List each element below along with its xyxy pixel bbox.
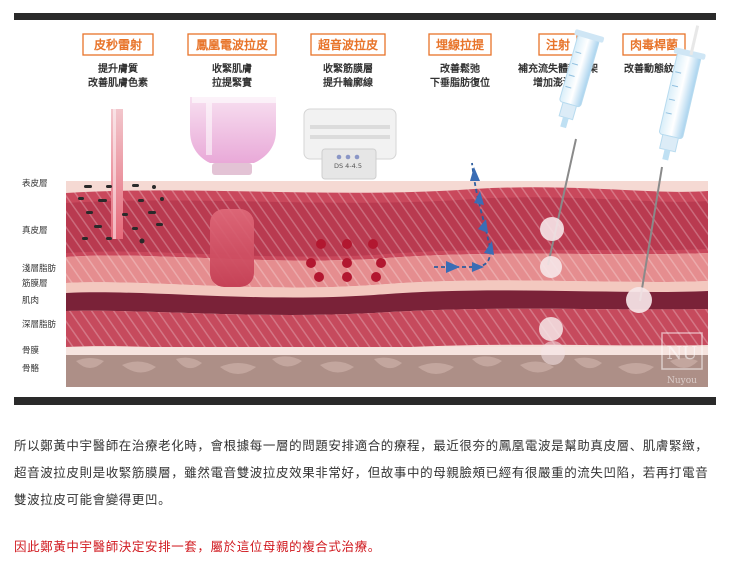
pigment-particles [78,184,164,244]
bottom-frame-bar [14,397,716,405]
treatment-desc: 改善肌膚色素 [88,76,148,89]
layer-label: 深層脂肪 [22,319,57,330]
botox-syringe [626,25,706,313]
svg-text:NU: NU [667,343,698,364]
treatment-name: 皮秒雷射 [93,37,142,52]
svg-text:Nuyou: Nuyou [667,376,697,386]
filler-deposits [539,217,565,365]
layer-label: 淺層脂肪 [22,263,57,274]
treatment-name: 肉毒桿菌 [630,37,678,52]
layer-label: 表皮層 [22,178,48,189]
layer-label: 肌肉 [22,295,39,306]
layer-label: 骨骼 [22,363,40,374]
treatment-desc: 提升輪廓線 [323,76,373,89]
treatment-desc: 下垂脂肪復位 [430,76,490,89]
layer-label: 真皮層 [22,225,48,236]
article-paragraph: 所以鄭黃中宇醫師在治療老化時，會根據每一層的問題安排適合的療程，最近很夯的鳳凰電… [14,438,709,507]
treatment-name: 注射 [546,37,570,52]
treatment-desc: 改善動態紋路 [624,62,685,75]
treatment-desc: 收緊肌膚 [212,62,252,75]
treatment-name: 鳳凰電波拉皮 [196,37,268,52]
treatment-name: 埋線拉提 [436,37,485,52]
layer-label: 筋膜層 [22,278,48,289]
treatment-desc: 改善鬆弛 [440,62,480,75]
treatment-name: 超音波拉皮 [317,37,378,52]
ultrasound-focal-points [306,239,386,282]
treatment-desc: 提升膚質 [98,62,138,75]
treatment-desc: 收緊筋膜層 [323,62,373,75]
skin-cross-section [66,181,708,387]
article-highlight-paragraph: 因此鄭黃中宇醫師決定安排一套，屬於這位母親的複合式治療。 [14,539,381,554]
filler-syringe [539,29,605,365]
ultrasound-device: DS 4-4.5 [303,108,397,282]
device-model-label: DS 4-4.5 [334,162,362,170]
muscle-band [66,290,708,315]
nuyou-watermark: NU Nuyou [661,332,703,386]
rf-device [190,97,276,287]
layer-label: 骨膜 [22,345,40,356]
periosteum-band [66,347,708,355]
pico-laser-device [78,109,164,244]
skin-layer-treatment-diagram: 皮秒雷射提升膚質改善肌膚色素鳳凰電波拉皮收緊肌膚拉提緊實超音波拉皮收緊筋膜層提升… [14,13,716,405]
thread-lift-path [434,162,494,273]
treatment-desc: 拉提緊實 [212,76,252,89]
smas-band [66,280,708,298]
botox-deposit [626,287,652,313]
top-frame-bar [14,13,716,20]
